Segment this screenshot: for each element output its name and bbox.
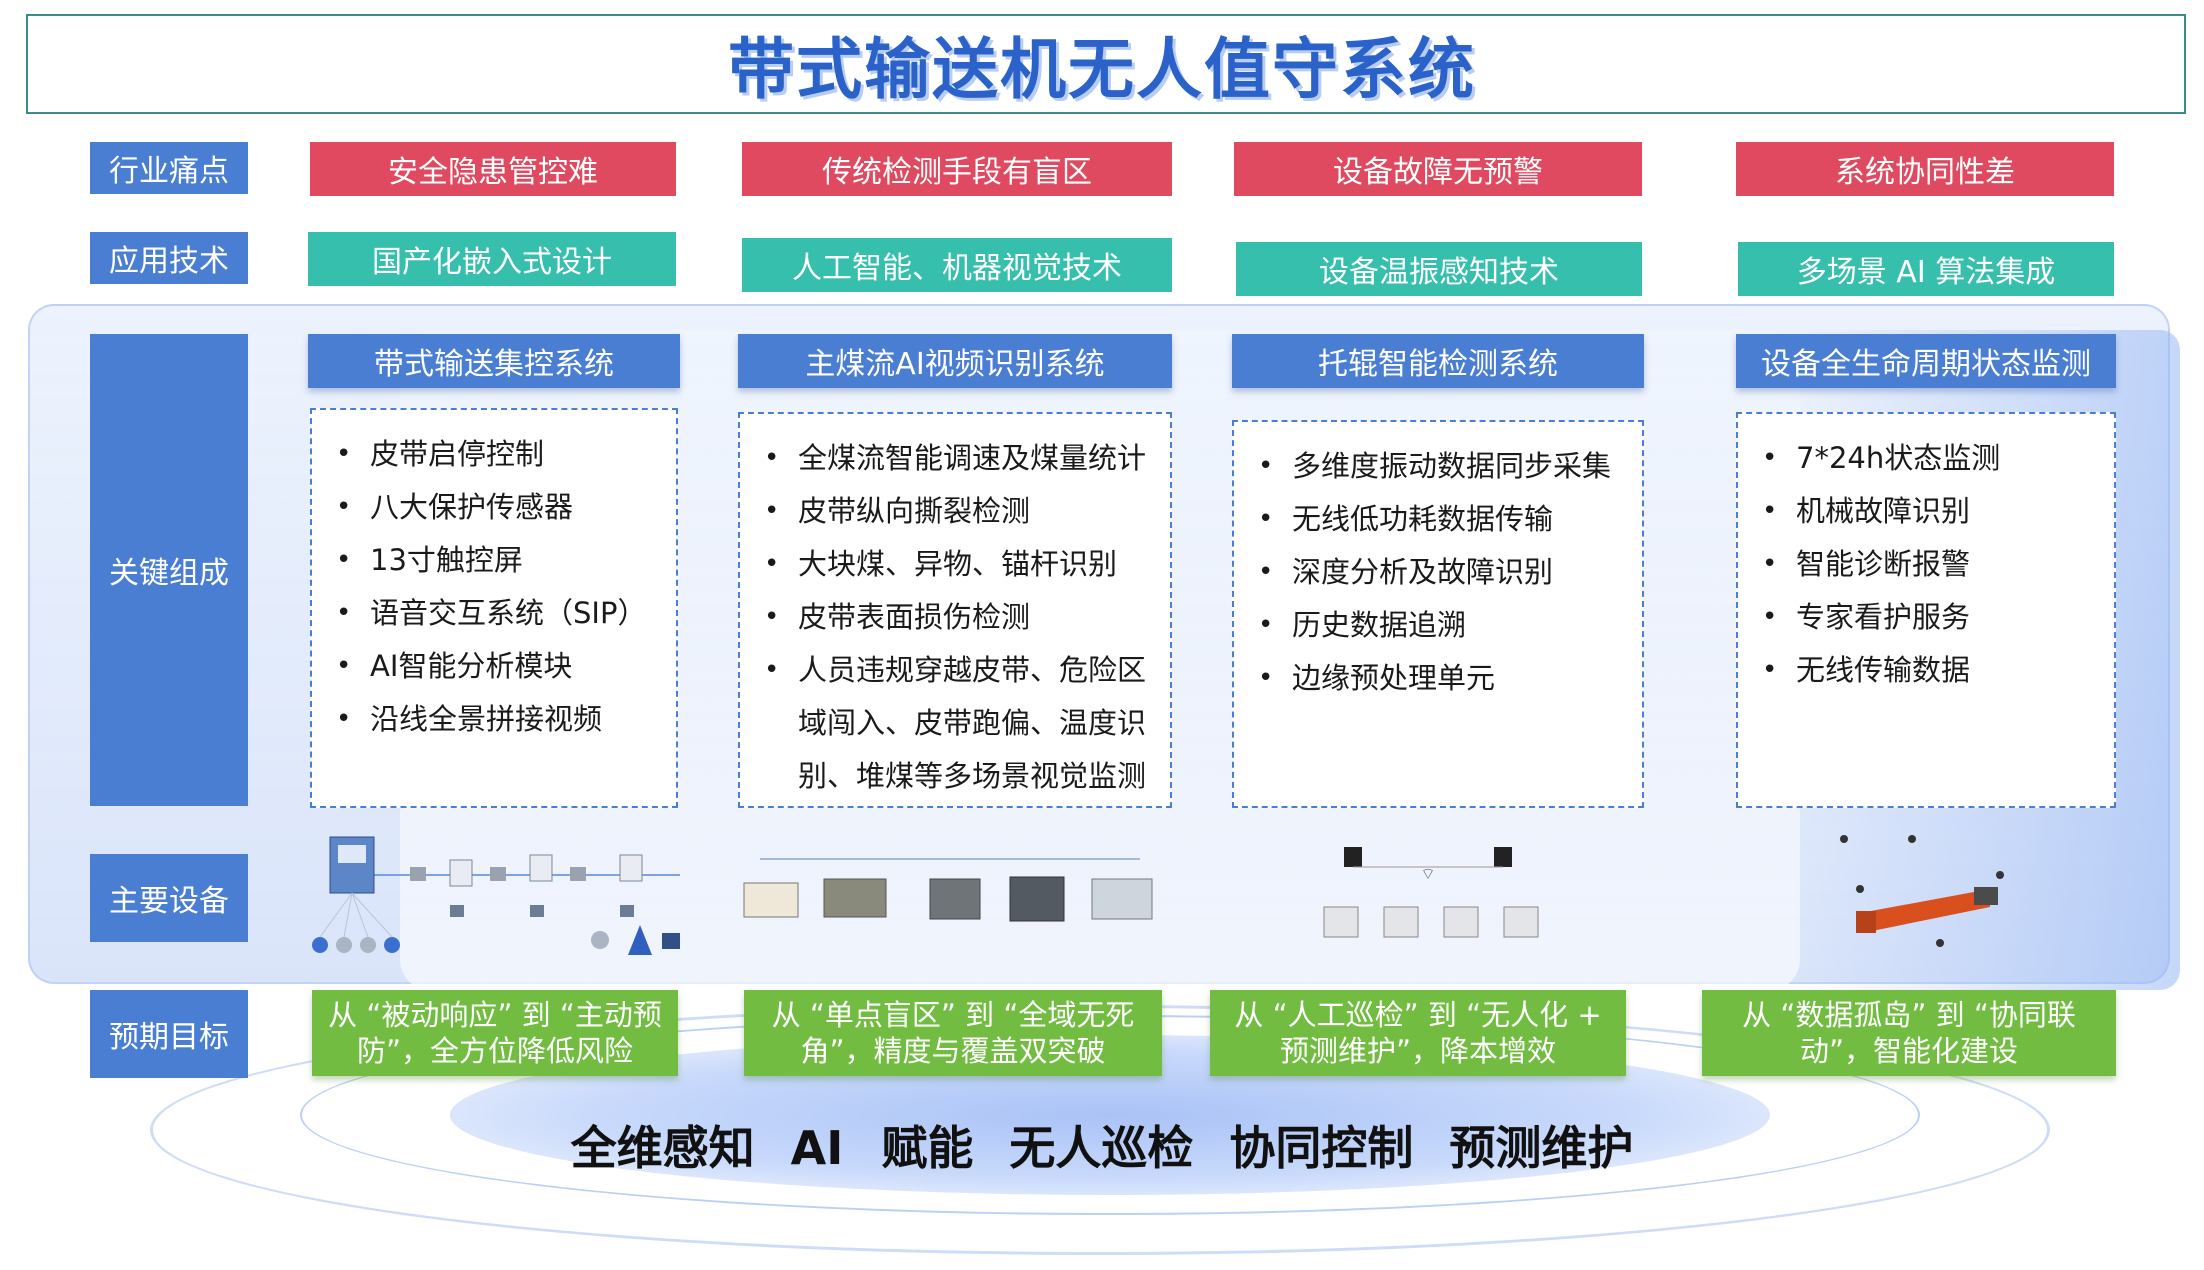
row-label-components: 关键组成 [90, 334, 248, 806]
slogan-item: 全维感知 [570, 1121, 755, 1175]
list-item: 深度分析及故障识别 [1252, 546, 1624, 599]
list-item: 多维度振动数据同步采集 [1252, 440, 1624, 493]
slogan-item: 协同控制 [1229, 1121, 1414, 1175]
pain-point-2: 传统检测手段有盲区 [742, 142, 1172, 196]
list-item: 机械故障识别 [1756, 485, 2096, 538]
system-1: 带式输送集控系统 [308, 334, 680, 388]
list-item: 沿线全景拼接视频 [330, 693, 658, 746]
list-item: 13寸触控屏 [330, 534, 658, 587]
list-item: 智能诊断报警 [1756, 538, 2096, 591]
list-item: 历史数据追溯 [1252, 599, 1624, 652]
list-item: 专家看护服务 [1756, 591, 2096, 644]
list-item: 八大保护传感器 [330, 481, 658, 534]
list-item: 语音交互系统（SIP） [330, 587, 658, 640]
component-list-4: 7*24h状态监测 机械故障识别 智能诊断报警 专家看护服务 无线传输数据 [1736, 412, 2116, 808]
slogan-item: AI 赋能 [790, 1121, 974, 1175]
list-item: 无线低功耗数据传输 [1252, 493, 1624, 546]
pain-point-1: 安全隐患管控难 [310, 142, 676, 196]
tech-4: 多场景 AI 算法集成 [1738, 242, 2114, 296]
component-list-3: 多维度振动数据同步采集 无线低功耗数据传输 深度分析及故障识别 历史数据追溯 边… [1232, 420, 1644, 808]
tech-3: 设备温振感知技术 [1236, 242, 1642, 296]
row-label-pain: 行业痛点 [90, 142, 248, 194]
list-item: 无线传输数据 [1756, 644, 2096, 697]
list-item: 边缘预处理单元 [1252, 652, 1624, 705]
slogan-item: 无人巡检 [1009, 1121, 1194, 1175]
list-item: 皮带启停控制 [330, 428, 658, 481]
svg-text:⌔: ⌔ [1420, 864, 1435, 883]
component-list-1: 皮带启停控制 八大保护传感器 13寸触控屏 语音交互系统（SIP） AI智能分析… [310, 408, 678, 808]
page-title: 带式输送机无人值守系统 [728, 31, 1476, 108]
row-label-equipment: 主要设备 [90, 854, 248, 942]
list-item: 全煤流智能调速及煤量统计 [758, 432, 1152, 485]
bottom-slogan: 全维感知 AI 赋能 无人巡检 协同控制 预测维护 [0, 1110, 2204, 1180]
pain-point-4: 系统协同性差 [1736, 142, 2114, 196]
list-item: 大块煤、异物、锚杆识别 [758, 538, 1152, 591]
goal-3: 从 “人工巡检” 到 “无人化 + 预测维护”，降本增效 [1210, 990, 1626, 1076]
goal-2: 从 “单点盲区” 到 “全域无死角”，精度与覆盖双突破 [744, 990, 1162, 1076]
list-item: 皮带表面损伤检测 [758, 591, 1152, 644]
slogan-item: 预测维护 [1449, 1121, 1634, 1175]
list-item: 人员违规穿越皮带、危险区域闯入、皮带跑偏、温度识别、堆煤等多场景视觉监测 [758, 644, 1152, 803]
system-2: 主煤流AI视频识别系统 [738, 334, 1172, 388]
title-frame [26, 14, 2186, 114]
goal-4: 从 “数据孤岛” 到 “协同联动”，智能化建设 [1702, 990, 2116, 1076]
equipment-diagram-4 [1840, 835, 2004, 947]
equipment-diagram-1 [312, 836, 680, 955]
row-label-tech: 应用技术 [90, 232, 248, 284]
equipment-diagram-2 [743, 858, 1153, 922]
list-item: 7*24h状态监测 [1756, 432, 2096, 485]
pain-point-3: 设备故障无预警 [1234, 142, 1642, 196]
goal-1: 从 “被动响应” 到 “主动预防”，全方位降低风险 [312, 990, 678, 1076]
row-label-goals: 预期目标 [90, 990, 248, 1078]
tech-2: 人工智能、机器视觉技术 [742, 238, 1172, 292]
system-4: 设备全生命周期状态监测 [1736, 334, 2116, 388]
equipment-diagram-3: ⌔ [1323, 847, 1539, 938]
list-item: 皮带纵向撕裂检测 [758, 485, 1152, 538]
list-item: AI智能分析模块 [330, 640, 658, 693]
component-list-2: 全煤流智能调速及煤量统计 皮带纵向撕裂检测 大块煤、异物、锚杆识别 皮带表面损伤… [738, 412, 1172, 808]
system-3: 托辊智能检测系统 [1232, 334, 1644, 388]
tech-1: 国产化嵌入式设计 [308, 232, 676, 286]
